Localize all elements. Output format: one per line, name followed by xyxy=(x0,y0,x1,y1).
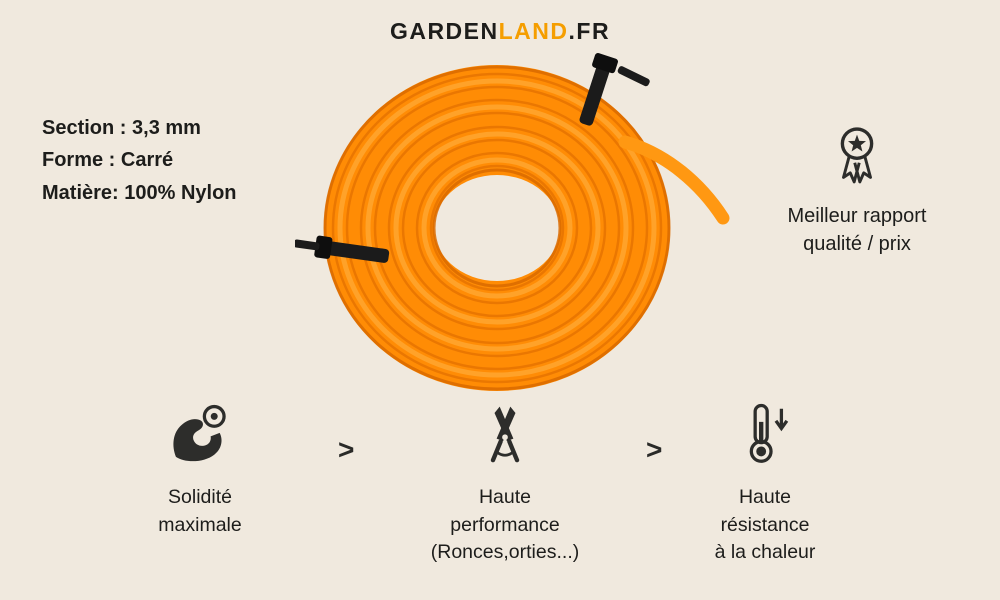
feature-performance: Haute performance (Ronces,orties...) xyxy=(412,400,598,567)
muscle-gauge-icon xyxy=(173,404,226,462)
medal-ribbon-icon xyxy=(840,127,874,184)
feature-heat-resistance-label: Haute résistance à la chaleur xyxy=(714,486,816,564)
cable-tie-left xyxy=(293,235,390,263)
cable-tie-top xyxy=(579,53,650,126)
feature-performance-label: Haute performance (Ronces,orties...) xyxy=(430,486,580,564)
feature-strength: Solidité maximale xyxy=(110,400,290,539)
pruning-shears-icon xyxy=(490,406,520,463)
spec-section: Section : 3,3 mm xyxy=(42,117,201,139)
brand-logo: GARDENLAND.FR xyxy=(0,18,1000,45)
feature-heat-resistance: Haute résistance à la chaleur xyxy=(672,400,858,567)
brand-logo-fr: .FR xyxy=(568,18,611,44)
product-image-trimmer-line-coil xyxy=(293,50,735,410)
feature-strength-label: Solidité maximale xyxy=(158,486,242,536)
brand-logo-land: LAND xyxy=(498,18,569,44)
spec-shape: Forme : Carré xyxy=(42,149,174,172)
award-block: Meilleur rapport qualité / prix xyxy=(745,120,969,258)
chevron-right-icon: > xyxy=(646,434,663,465)
product-specs: Section : 3,3 mm Forme : Carré Matière: … xyxy=(42,112,237,209)
spec-material: Matière: 100% Nylon xyxy=(42,181,237,204)
award-label: Meilleur rapport qualité / prix xyxy=(787,205,927,255)
thermometer-icon xyxy=(749,403,789,463)
chevron-right-icon: > xyxy=(338,434,355,465)
trimmer-line-coil-graphic xyxy=(293,53,730,391)
brand-logo-garden: GARDEN xyxy=(389,18,499,44)
